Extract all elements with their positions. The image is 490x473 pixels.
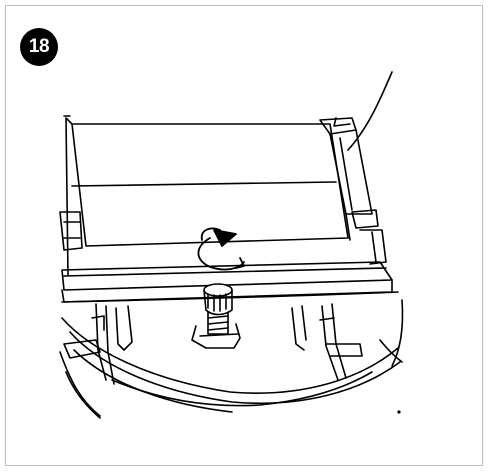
step-number: 18 — [28, 36, 50, 57]
battery-cover — [59, 115, 399, 303]
left-latch — [63, 303, 133, 385]
base-housing — [59, 299, 404, 419]
rotate-clockwise-arrow-icon — [197, 227, 245, 271]
step-number-badge: 18 — [20, 28, 58, 66]
hinge-bracket — [319, 117, 387, 265]
dot-mark — [397, 410, 401, 414]
cable — [347, 71, 393, 151]
thumb-screw — [191, 283, 241, 349]
right-latch — [291, 303, 363, 381]
